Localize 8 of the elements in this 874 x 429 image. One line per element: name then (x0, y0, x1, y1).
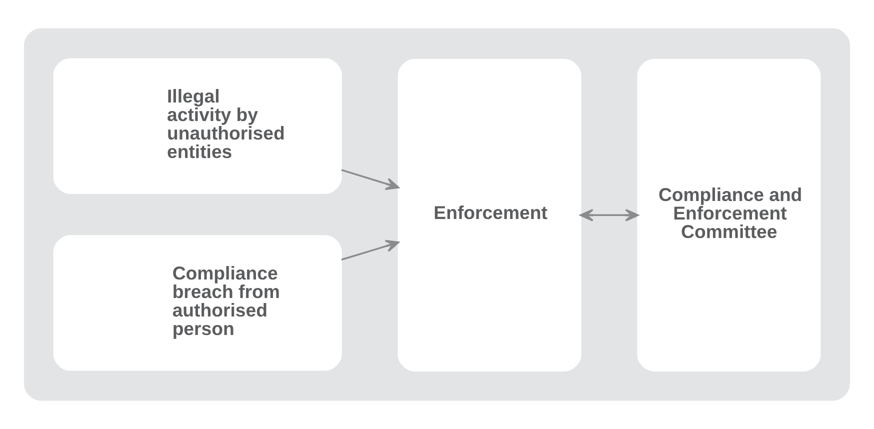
node-box: Enforcement (398, 58, 582, 372)
node-box: Illegal activity by unauthorised entities (53, 58, 342, 194)
cluster (24, 28, 850, 401)
arrow (580, 208, 639, 222)
arrow (341, 169, 400, 190)
node-box: Compliance and Enforcement Committee (637, 58, 821, 372)
node-box: Compliance breach from authorised person (53, 235, 342, 371)
arrow (341, 240, 400, 261)
